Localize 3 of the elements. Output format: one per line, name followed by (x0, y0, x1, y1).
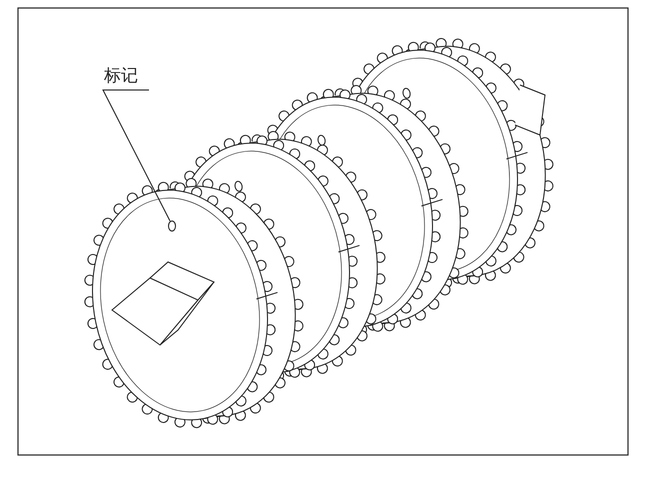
mark-hole (168, 220, 176, 232)
callout-label: 标记 (104, 66, 138, 86)
leader-line (102, 90, 170, 222)
